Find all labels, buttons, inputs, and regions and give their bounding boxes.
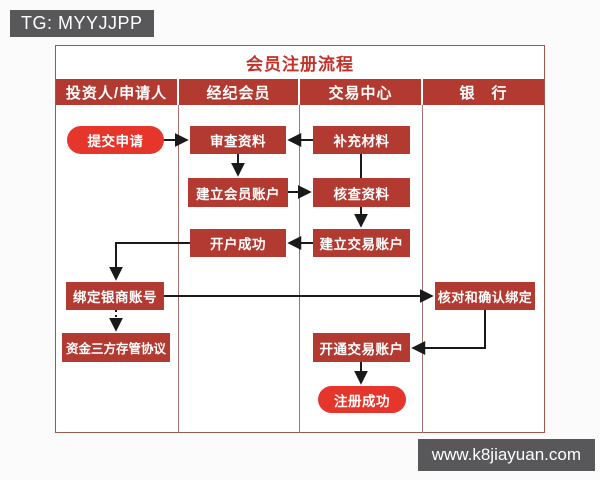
column-header-trading-center: 交易中心: [300, 79, 421, 105]
node-supplement-materials: 补充材料: [313, 126, 410, 154]
node-fund-custody-agreement: 资金三方存管协议: [62, 333, 170, 362]
node-create-trading-account: 建立交易账户: [313, 229, 410, 257]
node-verify-confirm-binding: 核对和确认绑定: [435, 282, 535, 310]
node-open-trading-account: 开通交易账户: [313, 333, 410, 362]
flowchart-title: 会员注册流程: [246, 54, 354, 74]
telegram-badge: TG: MYYJJPP: [10, 10, 154, 37]
node-register-success: 注册成功: [318, 386, 406, 413]
website-watermark: www.k8jiayuan.com: [417, 439, 595, 471]
node-bind-bank-account: 绑定银商账号: [66, 282, 164, 310]
column-divider-3: [422, 105, 423, 433]
node-submit-application: 提交申请: [67, 126, 164, 154]
column-header-investor: 投资人/申请人: [56, 79, 177, 105]
column-header-row: 投资人/申请人 经纪会员 交易中心 银 行: [56, 79, 544, 105]
column-header-bank: 银 行: [423, 79, 544, 105]
node-review-materials: 审查资料: [190, 126, 286, 154]
column-divider-2: [299, 105, 300, 433]
node-account-open-success: 开户成功: [190, 229, 286, 257]
column-divider-1: [178, 105, 179, 433]
column-header-broker: 经纪会员: [179, 79, 298, 105]
node-create-member-account: 建立会员账户: [188, 178, 288, 207]
node-verify-materials: 核查资料: [313, 178, 410, 207]
